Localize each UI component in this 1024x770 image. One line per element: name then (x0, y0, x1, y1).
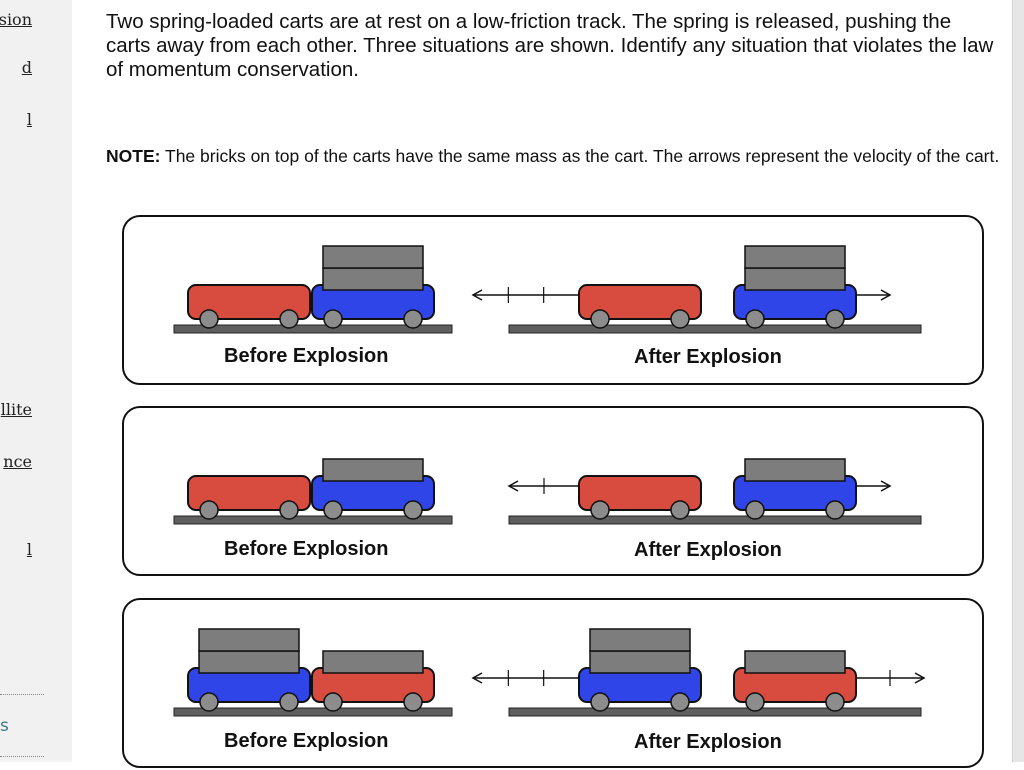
wheel (279, 309, 299, 329)
track (173, 707, 453, 717)
sidebar-section-label[interactable]: s (0, 716, 9, 736)
wheel (403, 309, 423, 329)
wheel (670, 500, 690, 520)
red-cart (578, 475, 702, 511)
wheel (745, 500, 765, 520)
after-explosion-label: After Explosion (634, 346, 782, 368)
brick (589, 628, 691, 652)
track (173, 324, 453, 334)
brick (744, 245, 846, 269)
situation-panel-2: Before Explosion After Explosion (122, 406, 984, 576)
wheel (590, 309, 610, 329)
note-label: NOTE: (106, 146, 161, 166)
note-text: NOTE: The bricks on top of the carts hav… (106, 146, 1006, 167)
wheel (199, 692, 219, 712)
wheel (323, 692, 343, 712)
wheel (199, 309, 219, 329)
brick (322, 650, 424, 674)
brick (322, 458, 424, 482)
note-body: The bricks on top of the carts have the … (160, 146, 1000, 166)
cart-diagram (173, 458, 922, 525)
sidebar-divider (0, 756, 44, 757)
brick (589, 650, 691, 674)
wheel (825, 692, 845, 712)
wheel (745, 309, 765, 329)
brick (198, 650, 300, 674)
cart-diagram (173, 245, 922, 334)
question-text: Two spring-loaded carts are at rest on a… (106, 10, 994, 81)
arrow-head (471, 672, 483, 684)
track (508, 324, 922, 334)
brick (322, 267, 424, 291)
brick (744, 267, 846, 291)
wheel (403, 500, 423, 520)
scrollbar[interactable] (1012, 0, 1024, 762)
wheel (403, 692, 423, 712)
wheel (825, 500, 845, 520)
wheel (279, 500, 299, 520)
wheel (590, 692, 610, 712)
sidebar-link-6[interactable]: l (26, 540, 32, 559)
arrow-head (471, 289, 483, 301)
sidebar-link-3[interactable]: l (26, 110, 32, 129)
arrow-head (880, 480, 892, 492)
arrow-head (880, 289, 892, 301)
sidebar-link-4[interactable]: llite (0, 400, 32, 419)
brick (744, 458, 846, 482)
arrow-head (914, 672, 926, 684)
wheel (279, 692, 299, 712)
arrow-head (507, 480, 519, 492)
wheel (825, 309, 845, 329)
sidebar-link-5[interactable]: nce (3, 452, 32, 471)
wheel (670, 309, 690, 329)
track (508, 515, 922, 525)
brick (744, 650, 846, 674)
wheel (590, 500, 610, 520)
brick (322, 245, 424, 269)
track (173, 515, 453, 525)
wheel (199, 500, 219, 520)
wheel (745, 692, 765, 712)
before-explosion-label: Before Explosion (224, 538, 389, 560)
sidebar-link-1[interactable]: rsion (0, 10, 32, 29)
sidebar-divider (0, 694, 44, 695)
sidebar: rsion d l llite nce l s (0, 0, 72, 762)
red-cart (187, 284, 311, 320)
sidebar-link-2[interactable]: d (21, 58, 32, 77)
after-explosion-label: After Explosion (634, 731, 782, 753)
track (508, 707, 922, 717)
wheel (323, 500, 343, 520)
after-explosion-label: After Explosion (634, 539, 782, 561)
situation-panel-3: Before Explosion After Explosion (122, 598, 984, 768)
red-cart (578, 284, 702, 320)
cart-diagram (173, 628, 926, 717)
red-cart (187, 475, 311, 511)
wheel (323, 309, 343, 329)
situation-panel-1: Before Explosion After Explosion (122, 215, 984, 385)
before-explosion-label: Before Explosion (224, 345, 389, 367)
brick (198, 628, 300, 652)
wheel (670, 692, 690, 712)
before-explosion-label: Before Explosion (224, 730, 389, 752)
